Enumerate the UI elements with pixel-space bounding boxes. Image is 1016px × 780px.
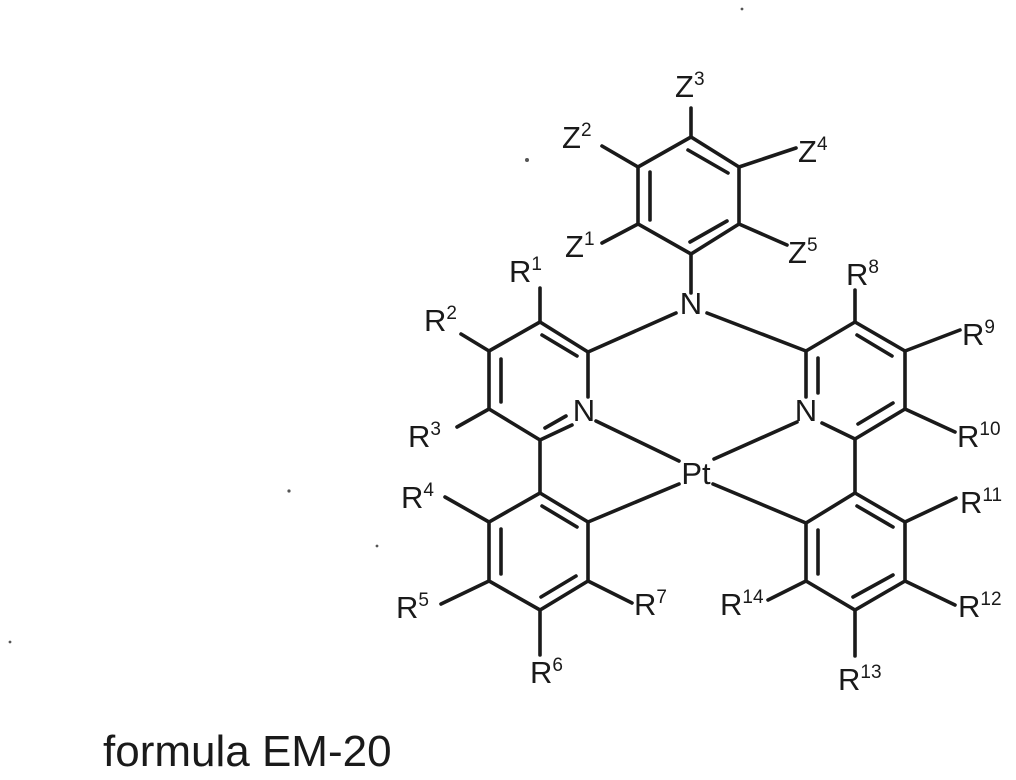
substituent-label-z5: Z5 — [788, 235, 818, 270]
r-substituent-bonds-lower-right — [768, 498, 956, 656]
substituent-label-r3: R3 — [408, 419, 441, 454]
pyridine-nitrogen-right-label: N — [795, 393, 817, 428]
scan-speck — [9, 641, 12, 644]
substituent-label-r13: R13 — [838, 662, 882, 697]
substituent-label-r1: R1 — [509, 254, 542, 289]
substituent-label-z3: Z3 — [675, 69, 705, 104]
scan-speck — [525, 158, 529, 162]
substituent-label-r5: R5 — [396, 590, 429, 625]
pyridine-nitrogen-left-label: N — [573, 393, 595, 428]
substituent-label-r14: R14 — [720, 587, 764, 622]
substituent-label-r9: R9 — [962, 317, 995, 352]
substituent-label-r8: R8 — [846, 257, 879, 292]
amine-nitrogen-label: N — [680, 286, 702, 321]
phenyl-ring-top — [638, 137, 739, 254]
scan-speck — [741, 8, 744, 11]
substituent-label-r11: R11 — [960, 485, 1002, 520]
substituent-label-r7: R7 — [634, 587, 667, 622]
substituent-label-r4: R4 — [401, 480, 434, 515]
substituent-label-r10: R10 — [957, 419, 1001, 454]
r-substituent-bonds-lower-left — [441, 497, 632, 655]
scan-speck — [376, 545, 379, 548]
substituent-label-r2: R2 — [424, 303, 457, 338]
pyridine-ring-right — [806, 322, 905, 439]
substituent-label-z4: Z4 — [798, 134, 828, 169]
r-substituent-bonds-right-top — [855, 290, 960, 432]
substituent-label-r12: R12 — [958, 589, 1002, 624]
scan-speck — [287, 489, 290, 492]
phenyl-ring-lower-left — [489, 440, 588, 610]
phenyl-ring-lower-right — [806, 439, 905, 610]
platinum-label: Pt — [681, 456, 711, 491]
substituent-label-z2: Z2 — [562, 120, 592, 155]
z-substituent-bonds — [602, 108, 796, 245]
substituent-label-r6: R6 — [530, 655, 563, 690]
r-substituent-bonds-left — [457, 288, 540, 427]
substituent-label-z1: Z1 — [565, 229, 595, 264]
formula-caption: formula EM-20 — [103, 730, 392, 774]
